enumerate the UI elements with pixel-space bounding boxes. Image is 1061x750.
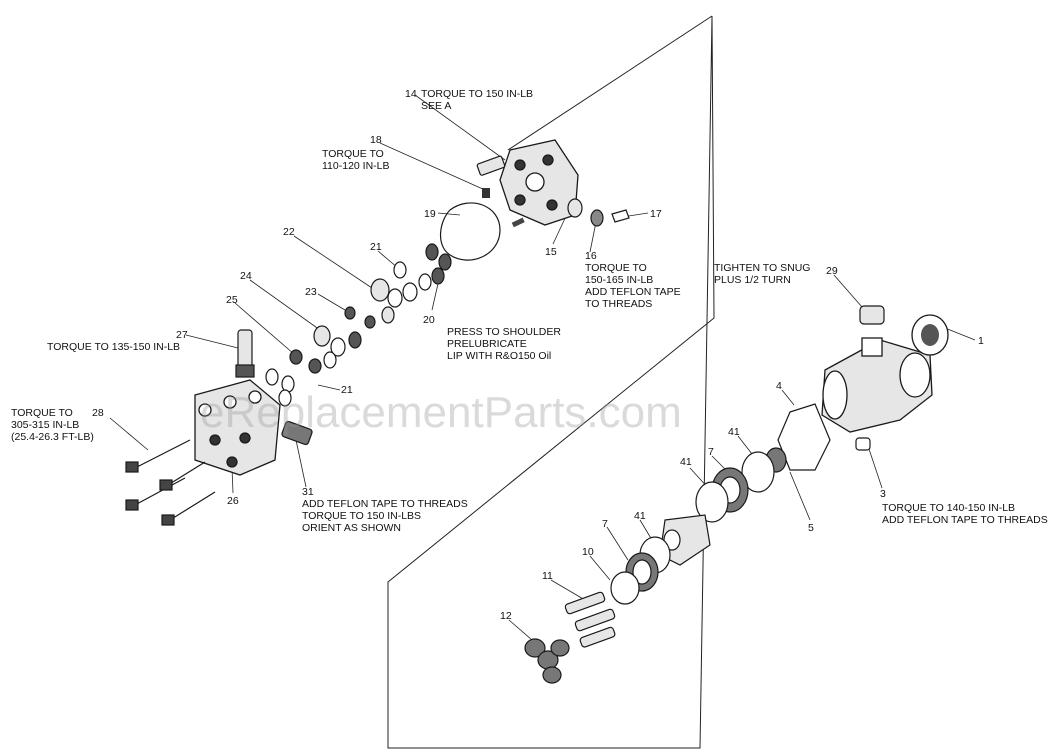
pistons-11 bbox=[564, 591, 616, 648]
callout-18-text: TORQUE TO 110-120 IN-LB bbox=[322, 148, 390, 172]
callout-41c-number: 41 bbox=[634, 510, 646, 522]
callout-31-number: 31 bbox=[302, 486, 314, 498]
screw-18 bbox=[482, 188, 490, 198]
callout-5-number: 5 bbox=[808, 522, 814, 534]
callout-11-number: 11 bbox=[542, 570, 553, 582]
cap-29 bbox=[859, 305, 885, 325]
seal-stack bbox=[265, 243, 452, 407]
callout-3-text: TORQUE TO 140-150 IN-LB ADD TEFLON TAPE … bbox=[882, 502, 1048, 526]
callout-28-text: TORQUE TO 305-315 IN-LB (25.4-26.3 FT-LB… bbox=[11, 407, 94, 443]
section-plane bbox=[387, 15, 715, 749]
callout-7a-number: 7 bbox=[708, 446, 714, 458]
callout-21b-number: 21 bbox=[341, 384, 353, 396]
bolts-28 bbox=[125, 439, 216, 526]
callout-14-number: 14 bbox=[405, 88, 417, 100]
retainers-12 bbox=[524, 638, 570, 684]
callout-22-number: 22 bbox=[283, 226, 295, 238]
callout-15-number: 15 bbox=[545, 246, 557, 258]
callout-14-text: TORQUE TO 150 IN-LB SEE A bbox=[421, 88, 534, 112]
callout-19-number: 19 bbox=[424, 208, 436, 220]
callout-26-number: 26 bbox=[227, 495, 239, 507]
fitting-31 bbox=[281, 420, 313, 446]
callout-12-number: 12 bbox=[500, 610, 512, 622]
plug-3 bbox=[855, 437, 871, 451]
callout-1-number: 1 bbox=[978, 335, 984, 347]
gasket-4 bbox=[777, 403, 831, 471]
section-plane-edge bbox=[507, 15, 713, 151]
watermark: eReplacementParts.com bbox=[200, 388, 682, 437]
callout-20-text: PRESS TO SHOULDER PRELUBRICATE LIP WITH … bbox=[447, 326, 561, 362]
callout-7b-number: 7 bbox=[602, 518, 608, 530]
seal-1-inner bbox=[921, 324, 939, 346]
callout-4-number: 4 bbox=[776, 380, 782, 392]
callout-24-number: 24 bbox=[240, 270, 252, 282]
callout-16-number: 16 bbox=[585, 250, 597, 262]
callout-25-number: 25 bbox=[226, 294, 238, 306]
part-17 bbox=[611, 209, 630, 223]
part-15 bbox=[567, 198, 583, 218]
callout-10-number: 10 bbox=[582, 546, 594, 558]
callout-41b-number: 41 bbox=[680, 456, 692, 468]
callout-23-number: 23 bbox=[305, 286, 317, 298]
pump-body bbox=[194, 379, 281, 476]
callout-29-number: 29 bbox=[826, 265, 838, 277]
callout-16-text: TORQUE TO 150-165 IN-LB ADD TEFLON TAPE … bbox=[585, 262, 681, 310]
plug-14 bbox=[476, 155, 506, 176]
manifold-head bbox=[499, 139, 579, 226]
callout-31-text: ADD TEFLON TAPE TO THREADS TORQUE TO 150… bbox=[302, 498, 468, 534]
valve-27 bbox=[235, 329, 255, 378]
crankcase bbox=[821, 337, 933, 433]
callout-29-text: TIGHTEN TO SNUG PLUS 1/2 TURN bbox=[714, 262, 811, 286]
callout-18-number: 18 bbox=[370, 134, 382, 146]
callout-21a-number: 21 bbox=[370, 241, 382, 253]
part-16 bbox=[590, 209, 604, 227]
callout-28-number: 28 bbox=[92, 407, 104, 419]
gasket-19 bbox=[440, 202, 501, 261]
callout-3-number: 3 bbox=[880, 488, 886, 500]
thrust-assembly bbox=[610, 451, 775, 605]
callout-17-number: 17 bbox=[650, 208, 662, 220]
callout-20-number: 20 bbox=[423, 314, 435, 326]
callout-27-number: 27 bbox=[176, 329, 188, 341]
callout-41a-number: 41 bbox=[728, 426, 740, 438]
callout-27-text: TORQUE TO 135-150 IN-LB bbox=[47, 341, 181, 353]
pin bbox=[511, 217, 525, 228]
